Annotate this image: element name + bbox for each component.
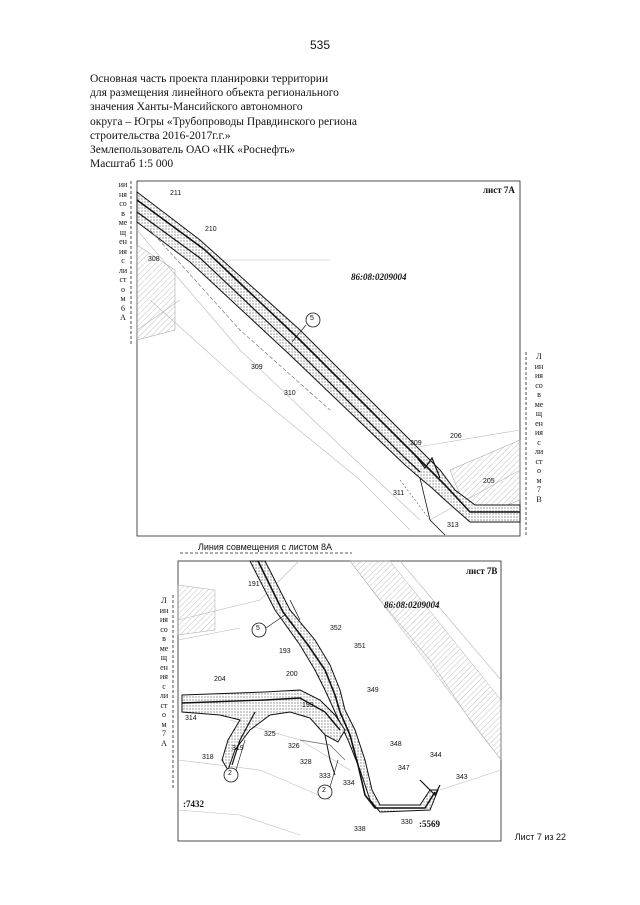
parcel-label: :5569 [419,819,440,829]
point-label: 313 [447,522,459,529]
document-header: Основная часть проекта планировки террит… [90,72,390,171]
point-label: 343 [456,774,468,781]
point-label: 328 [300,759,312,766]
map-a-callout-5: 5 [310,315,314,322]
point-label: 191 [248,581,260,588]
header-line: Основная часть проекта планировки террит… [90,73,329,85]
point-label: 210 [205,226,217,233]
map-b-callout-2: 2 [322,787,326,794]
point-label: 309 [251,364,263,371]
combination-line-label: Линия совмещения с листом 8А [198,542,332,552]
point-label: 351 [354,643,366,650]
header-line: Землепользователь ОАО «НК «Роснефть» [90,144,296,157]
point-label: 206 [450,433,462,440]
scale-line: Масштаб 1:5 000 [90,158,174,171]
point-label: 325 [264,731,276,738]
point-label: 314 [185,715,197,722]
point-label: 311 [393,490,405,497]
point-label: 211 [170,190,182,197]
map-b-sheet-label: лист 7В [466,566,498,576]
header-line: округа – Югры «Трубопроводы Правдинского… [90,115,358,128]
point-label: 338 [354,826,366,833]
map-b-cadastral-number: 86:08:0209004 [384,600,440,610]
map-b-callout-2: 2 [228,770,232,777]
header-line: строительства 2016-2017г.г.» [90,129,231,142]
point-label: 319 [232,745,244,752]
map-b-callout-5: 5 [256,625,260,632]
point-label: 204 [214,676,226,683]
point-label: 209 [410,440,422,447]
map-a-sheet-label: лист 7А [483,185,515,195]
header-line: значения Ханты-Мансийского автономного [90,101,303,114]
point-label: 347 [398,765,410,772]
point-label: 193 [279,648,291,655]
point-label: 205 [483,478,495,485]
point-label: 352 [330,625,342,632]
point-label: 326 [288,743,300,750]
point-label: 330 [401,819,413,826]
header-line: для размещения линейного объекта региона… [90,87,339,100]
point-label: 344 [430,752,442,759]
map-a-cadastral-number: 86:08:0209004 [351,272,407,282]
point-label: 318 [202,754,214,761]
point-label: 334 [343,780,355,787]
page-number: 535 [309,38,331,52]
point-label: 200 [286,671,298,678]
point-label: 308 [148,256,160,263]
sheet-footer: Лист 7 из 22 [514,832,566,842]
point-label: 199 [302,702,314,709]
point-label: 333 [319,773,331,780]
point-label: 349 [367,687,379,694]
point-label: 348 [390,741,402,748]
parcel-label: :7432 [183,799,204,809]
point-label: 310 [284,390,296,397]
